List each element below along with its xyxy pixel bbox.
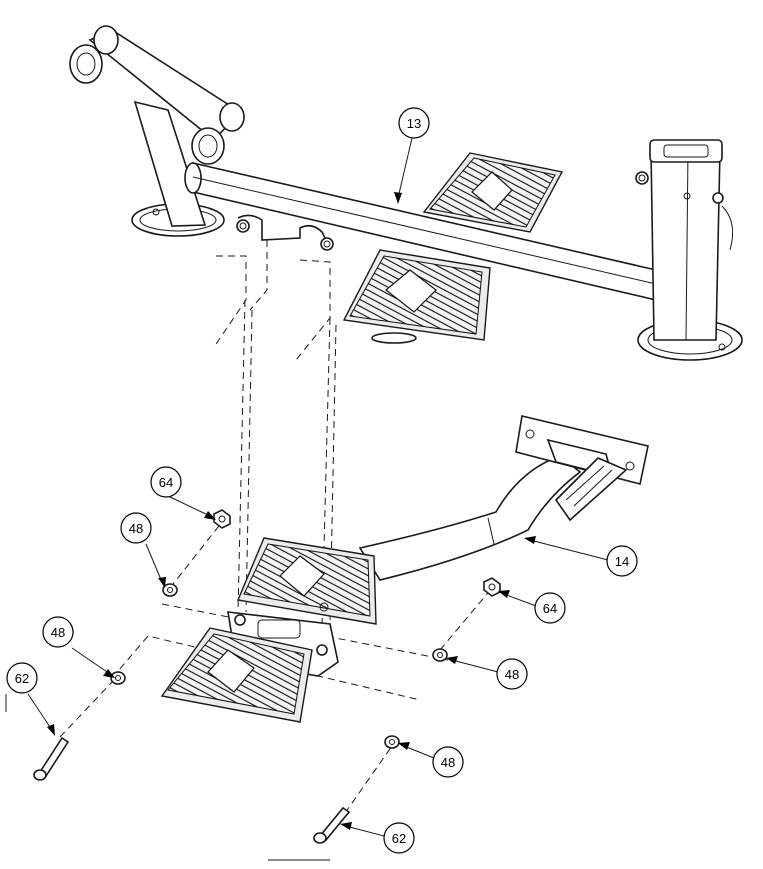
bolt-62-left (38, 736, 70, 778)
callout-64-right: 64 (534, 592, 566, 624)
callout-label: 62 (392, 831, 406, 846)
callout-13: 13 (398, 107, 430, 139)
hex-nut-64-left (213, 509, 231, 529)
callout-62-right: 62 (383, 822, 415, 854)
hardware (33, 509, 501, 844)
callout-62-left: 62 (6, 662, 38, 694)
callout-label: 48 (505, 667, 519, 682)
washer-48-c (432, 648, 448, 662)
callout-label: 48 (51, 625, 65, 640)
callout-48-b: 48 (42, 616, 74, 648)
washer-48-b (110, 671, 126, 685)
leader-lines (27, 137, 609, 837)
swing-arm-assembly (160, 415, 649, 723)
callout-label: 64 (159, 475, 173, 490)
swing-arm-tube (358, 455, 582, 581)
washer-48-a (162, 583, 178, 597)
callout-64-left: 64 (150, 466, 182, 498)
callout-48-c: 48 (496, 658, 528, 690)
callout-label: 48 (441, 755, 455, 770)
right-upright-post (650, 149, 721, 341)
callout-label: 13 (407, 116, 421, 131)
callout-label: 62 (15, 671, 29, 686)
left-upright-post (133, 100, 207, 227)
frame-assembly (69, 25, 743, 361)
washer-48-d (384, 735, 400, 749)
hex-nut-64-right (483, 577, 501, 597)
callout-label: 48 (129, 521, 143, 536)
callout-48-a: 48 (120, 512, 152, 544)
callout-48-d: 48 (432, 746, 464, 778)
callout-14: 14 (606, 545, 638, 577)
callout-label: 14 (615, 554, 629, 569)
callout-label: 64 (543, 601, 557, 616)
